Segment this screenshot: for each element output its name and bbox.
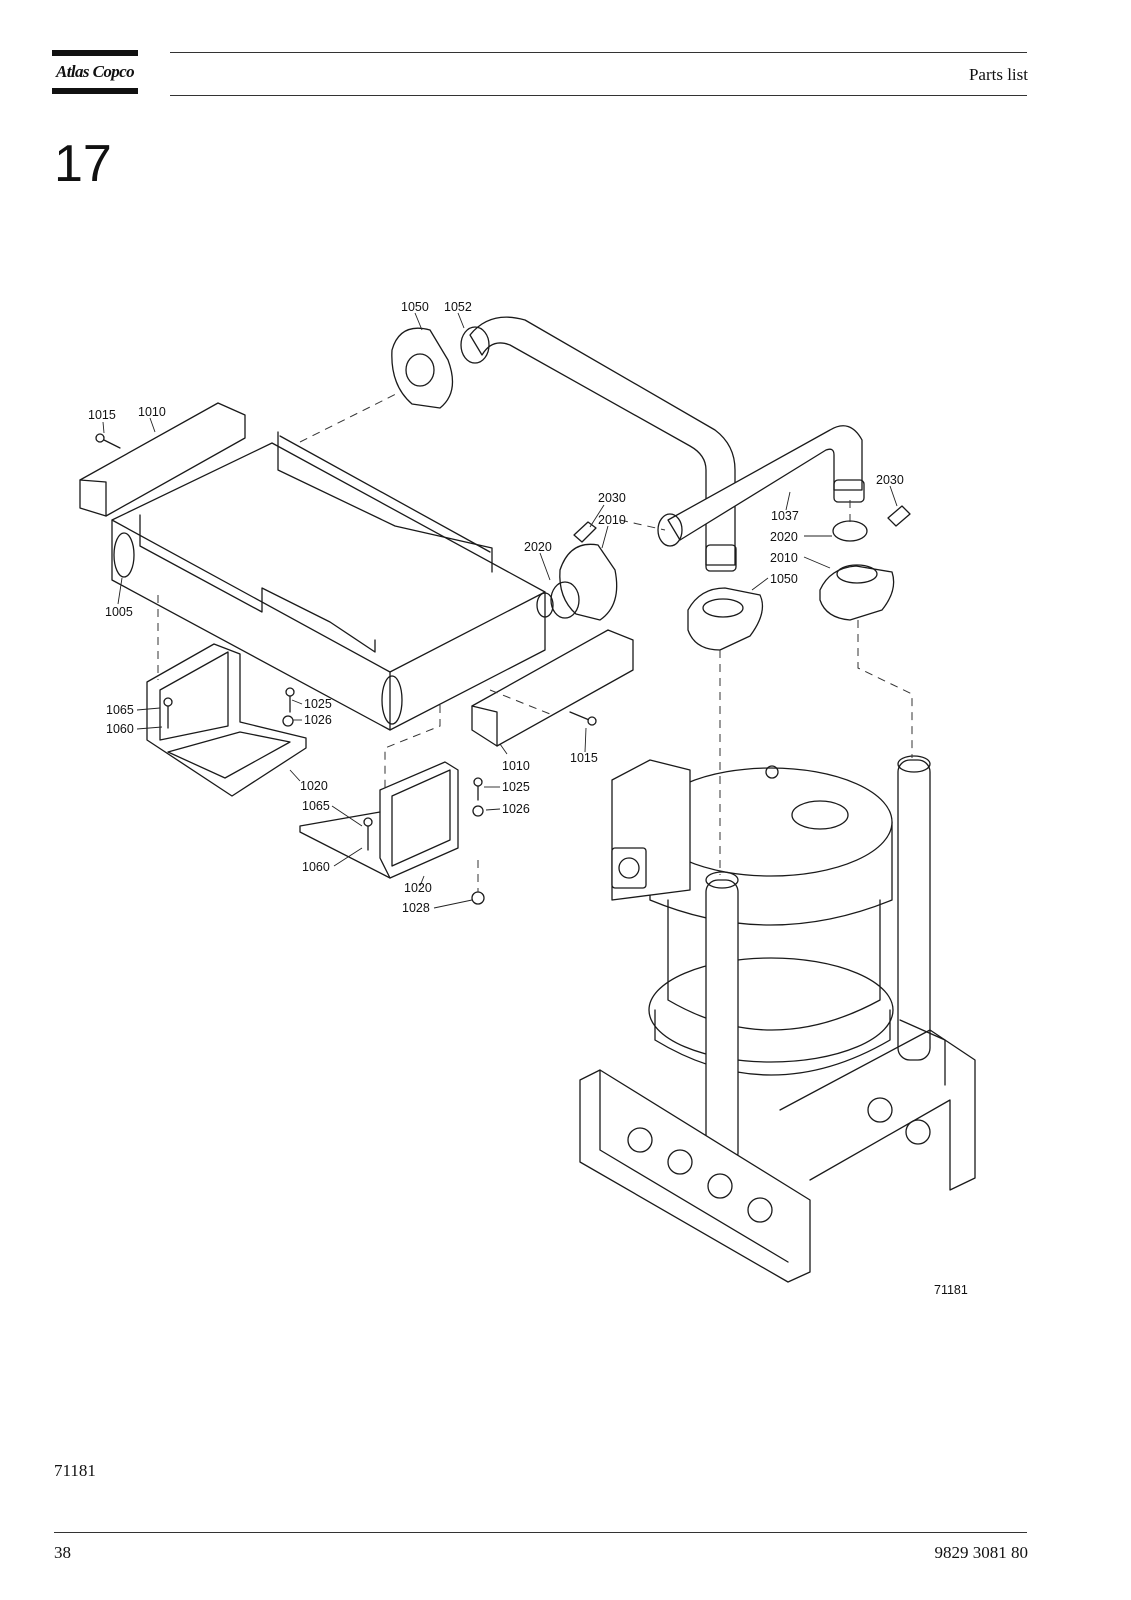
figure-code: 71181 bbox=[934, 1283, 968, 1297]
callout-1015-bottom: 1015 bbox=[570, 751, 598, 765]
callout-2020-right: 2020 bbox=[770, 530, 798, 544]
callout-1020-a: 1020 bbox=[300, 779, 328, 793]
document-number: 9829 3081 80 bbox=[934, 1543, 1029, 1562]
callout-1026-a: 1026 bbox=[304, 713, 332, 727]
callout-2030-right: 2030 bbox=[876, 473, 904, 487]
bracket-1010-bottom bbox=[471, 629, 634, 747]
pipe-1037 bbox=[460, 316, 865, 572]
small-hardware bbox=[95, 433, 911, 905]
callout-1010-left: 1010 bbox=[138, 405, 166, 419]
callout-1037: 1037 bbox=[771, 509, 799, 523]
housing-1005 bbox=[111, 431, 546, 731]
bracket-1010-top bbox=[79, 402, 246, 517]
section-title: Parts list bbox=[968, 65, 1028, 84]
page-number: 38 bbox=[54, 1543, 71, 1562]
callout-2030-mid: 2030 bbox=[598, 491, 626, 505]
stand-1020-left bbox=[146, 643, 307, 797]
callout-1020-b: 1020 bbox=[404, 881, 432, 895]
callout-1026-b: 1026 bbox=[502, 802, 530, 816]
tank-assembly bbox=[611, 755, 931, 1166]
leader-lines bbox=[102, 312, 898, 909]
stand-1020-right bbox=[299, 761, 459, 879]
callout-1028: 1028 bbox=[402, 901, 430, 915]
callout-2020-mid: 2020 bbox=[524, 540, 552, 554]
logo-bar-top bbox=[52, 50, 138, 56]
callout-1060-a: 1060 bbox=[106, 722, 134, 736]
coupling-1050-right bbox=[687, 587, 764, 651]
section-number: 17 bbox=[54, 135, 112, 193]
figure-label: 71181 bbox=[54, 1461, 96, 1480]
coupling-2010-right bbox=[819, 520, 895, 621]
callout-1015-left: 1015 bbox=[88, 408, 116, 422]
callout-1050-top: 1050 bbox=[401, 300, 429, 314]
callout-1050-right: 1050 bbox=[770, 572, 798, 586]
callout-1005: 1005 bbox=[105, 605, 133, 619]
coupling-2010-mid bbox=[536, 543, 618, 621]
coupling-1050-top bbox=[391, 327, 454, 409]
callout-1065-a: 1065 bbox=[106, 703, 134, 717]
callout-1065-b: 1065 bbox=[302, 799, 330, 813]
part-callouts: 1050 1052 1015 1010 2030 2010 2020 1005 … bbox=[88, 300, 968, 1297]
callout-1025-b: 1025 bbox=[502, 780, 530, 794]
header-rule-top bbox=[170, 52, 1027, 53]
atlas-copco-logo: Atlas Copco bbox=[52, 50, 138, 94]
assembly-lines bbox=[157, 391, 913, 892]
callout-1010-bottom: 1010 bbox=[502, 759, 530, 773]
header-rule-bottom bbox=[170, 95, 1027, 96]
logo-bar-bottom bbox=[52, 88, 138, 94]
callout-1060-b: 1060 bbox=[302, 860, 330, 874]
base-frame bbox=[579, 1019, 976, 1283]
callout-1052: 1052 bbox=[444, 300, 472, 314]
callout-2010-mid: 2010 bbox=[598, 513, 626, 527]
logo-text: Atlas Copco bbox=[56, 62, 135, 81]
callout-1025-a: 1025 bbox=[304, 697, 332, 711]
callout-2010-right: 2010 bbox=[770, 551, 798, 565]
footer-rule bbox=[54, 1532, 1027, 1533]
